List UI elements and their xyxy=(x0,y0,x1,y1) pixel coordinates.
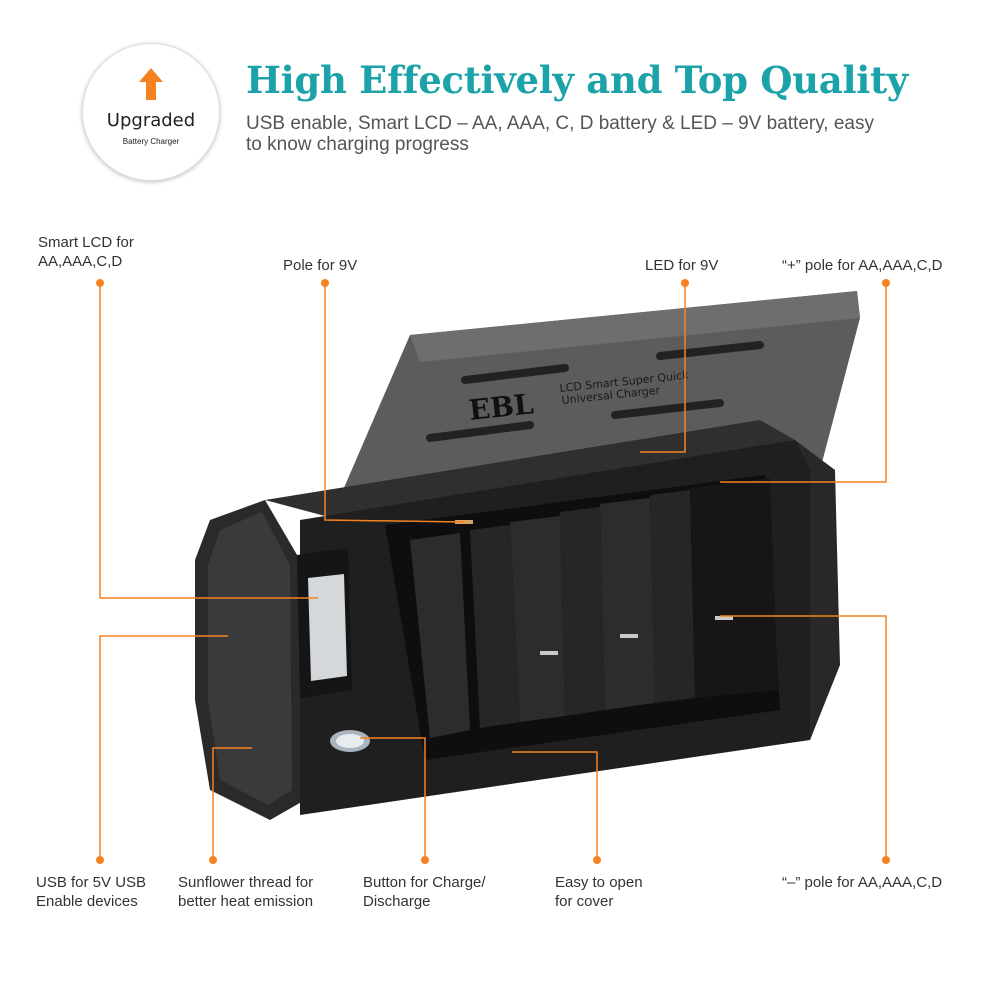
callout-led-9v: LED for 9V xyxy=(645,257,719,274)
callout-dots xyxy=(96,279,890,864)
upgraded-badge: Upgraded Battery Charger xyxy=(82,43,220,181)
badge-subtitle: Battery Charger xyxy=(122,137,180,146)
callout-lines xyxy=(99,283,887,860)
callout-minus-pole: “–” pole for AA,AAA,C,D xyxy=(782,874,943,891)
callout-sunflower: Sunflower thread for better heat emissio… xyxy=(178,874,314,910)
charger-body xyxy=(195,420,840,820)
headline: High Effectively and Top Quality xyxy=(246,58,908,102)
callout-smart-lcd: Smart LCD for AA,AAA,C,D xyxy=(38,234,134,270)
subheadline: USB enable, Smart LCD – AA, AAA, C, D ba… xyxy=(246,113,874,155)
up-arrow-icon xyxy=(139,68,163,100)
callout-cover: Easy to open for cover xyxy=(555,874,643,910)
callout-pole-9v: Pole for 9V xyxy=(283,257,358,274)
badge-title: Upgraded xyxy=(106,110,196,131)
lid-brand: EBL xyxy=(467,387,535,427)
callout-button: Button for Charge/ Discharge xyxy=(363,874,486,910)
callout-usb: USB for 5V USB Enable devices xyxy=(36,874,147,910)
callout-plus-pole: “+” pole for AA,AAA,C,D xyxy=(782,257,943,274)
